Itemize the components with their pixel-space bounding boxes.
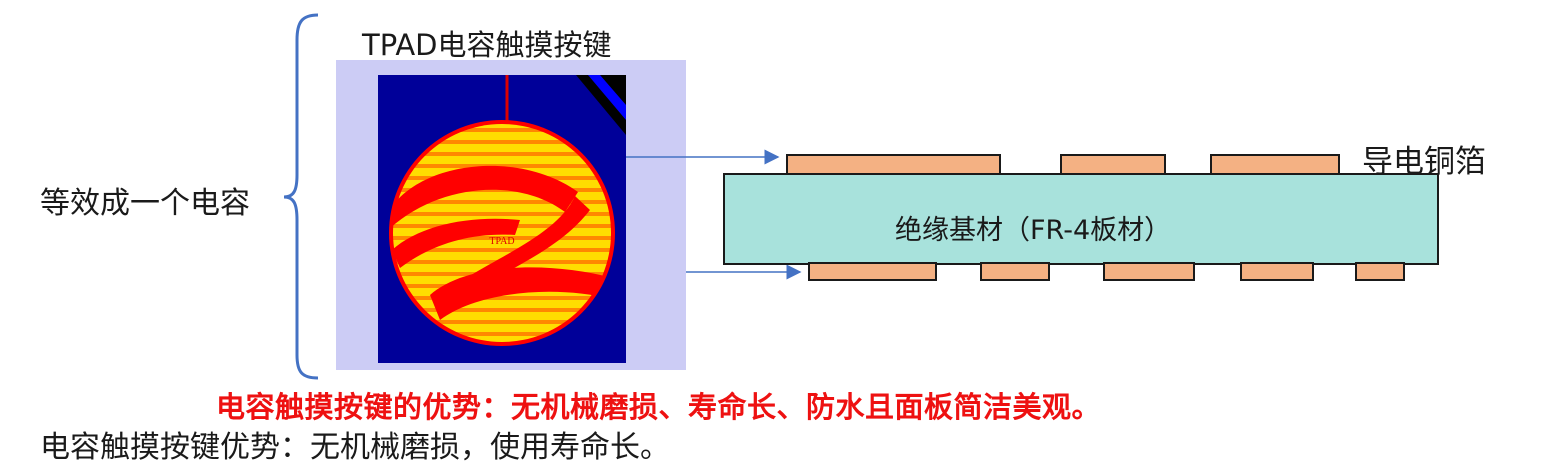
bottom-copper (808, 262, 1405, 281)
copper-pad (1103, 262, 1195, 281)
curly-brace (283, 13, 319, 380)
copper-pad (1210, 154, 1340, 176)
substrate (723, 173, 1439, 265)
pad-title: TPAD电容触摸按键 (362, 28, 612, 62)
cut-off-text: 电容触摸按键优势：无机械磨损，使用寿命长。 (40, 430, 670, 465)
equivalent-capacitor-label: 等效成一个电容 (40, 186, 250, 221)
corner-trace (576, 75, 626, 135)
top-copper (786, 154, 1340, 176)
copper-foil-label: 导电铜箔 (1362, 144, 1486, 180)
copper-pad (786, 154, 1001, 176)
advantage-text: 电容触摸按键的优势：无机械磨损、寿命长、防水且面板简洁美观。 (216, 390, 1102, 424)
logo-text: TPAD (489, 236, 514, 247)
copper-pad (808, 262, 937, 281)
copper-pad (1060, 154, 1166, 176)
touch-pad-logo: TPAD (389, 120, 615, 346)
copper-pad (1240, 262, 1314, 281)
copper-pad (980, 262, 1050, 281)
substrate-label: 绝缘基材（FR-4板材） (895, 215, 1172, 246)
copper-pad (1355, 262, 1405, 281)
diagram-canvas: TPAD (283, 13, 1439, 380)
